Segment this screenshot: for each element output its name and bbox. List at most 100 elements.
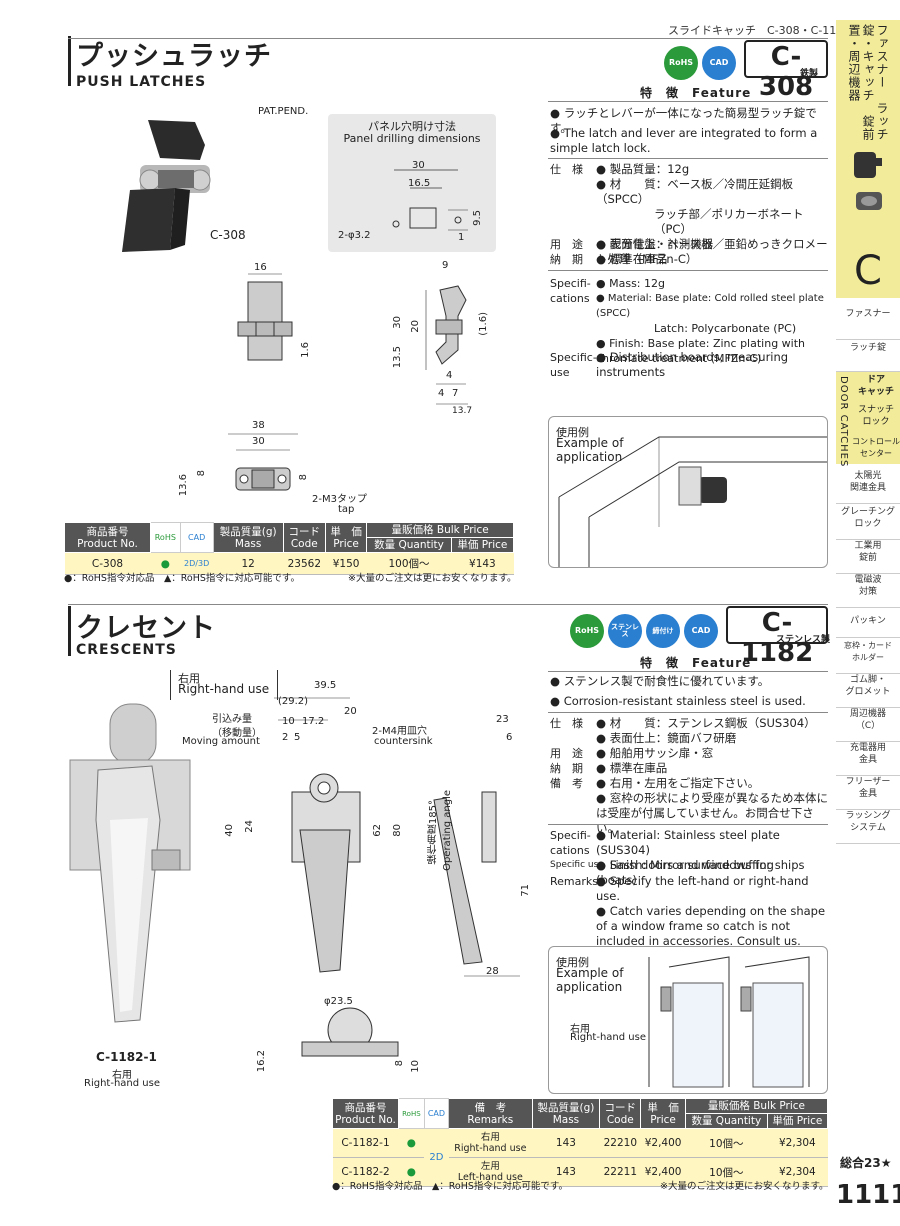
total-label: 総合 — [840, 1156, 865, 1170]
sidebar-item-lashing[interactable]: ラッシング システム — [836, 810, 900, 844]
c308-photo — [122, 120, 211, 252]
sidebar-item-window-frame[interactable]: 窓枠・カード ホルダー — [836, 640, 900, 674]
th-qty: 数量 Quantity — [366, 537, 452, 553]
sidebar-item-charger[interactable]: 充電器用 金具 — [836, 742, 900, 776]
cr-use-en-label: Specific use — [550, 860, 604, 870]
th-rohs: RoHS — [398, 1098, 425, 1129]
th-unit-price: 単価 Price — [766, 1113, 829, 1129]
c308-bottom-drawing — [228, 433, 298, 491]
sidebar-active-block — [836, 372, 900, 464]
use-en-label: Specific- use — [550, 351, 597, 379]
sidebar-item-freezer[interactable]: フリーザー 金具 — [836, 776, 900, 810]
cr-use-jp-text: 船舶用サッシ扉・窓 — [609, 746, 714, 760]
rohs-badge: RoHS — [664, 46, 698, 80]
spec-jp-2: ラッチ部／ポリカーボネート（PC） — [654, 207, 804, 236]
spec-jp-label: 仕 様 — [550, 163, 583, 176]
cell-qty: 10個～ — [685, 1157, 768, 1187]
push-latch-code: C-308 — [744, 40, 828, 102]
sidebar-item-rubber-feet[interactable]: ゴム脚・ グロメット — [836, 674, 900, 708]
th-code: コード Code — [599, 1098, 642, 1129]
crescent-app-box — [548, 946, 828, 1094]
cr-remark-label: 備 考 — [550, 777, 583, 790]
cell-price: ¥150 — [325, 552, 367, 575]
sidebar-item-peripherals[interactable]: 周辺機器 （C） — [836, 708, 900, 742]
cell-unit-price: ¥2,304 — [767, 1128, 828, 1158]
panel-drawing — [392, 169, 468, 231]
bottom-dim-tap: 2-M3タップ — [312, 494, 367, 505]
cell-qty: 100個～ — [366, 552, 452, 575]
sidebar-item-snatch-lock[interactable]: スナッチ ロック — [857, 405, 894, 427]
cr-spec-jp-0: 材 質：ステンレス鋼板（SUS304） — [609, 716, 816, 730]
cr-remark-jp-1: 窓枠の形状により受座が異なるため本体には受座が付属していません。お問合せ下さい。 — [596, 791, 828, 835]
cr-dim-16-2: 16.2 — [256, 1050, 267, 1073]
spec-en-1: Material: Base plate: Cold rolled steel … — [596, 293, 824, 319]
cell-code: 22210 — [599, 1128, 641, 1158]
cell-cad: 2D/3D — [180, 552, 214, 575]
title-bar — [68, 606, 71, 656]
bottom-dim-tap-en: tap — [338, 504, 355, 515]
table-row: C-308 ● 2D/3D 12 23562 ¥150 100個～ ¥143 — [64, 552, 514, 575]
push-latch-feature-head: 特 徴 Feature — [640, 86, 752, 100]
bottom-dim-38: 38 — [252, 420, 265, 431]
cr-dim-24: 24 — [244, 820, 255, 833]
cell-rohs: ● — [398, 1157, 425, 1187]
th-unit-price: 単価 Price — [450, 537, 515, 553]
feature-jp-text: ステンレス製で耐食性に優れています。 — [563, 674, 770, 688]
cell-unit-price: ¥143 — [451, 552, 514, 575]
sidebar-item-solar[interactable]: 太陽光 関連金具 — [836, 470, 900, 504]
th-rohs: RoHS — [150, 522, 181, 553]
section-rule — [68, 604, 828, 605]
cell-rohs: ● — [150, 552, 181, 575]
pat-pend: PAT.PEND. — [258, 106, 309, 117]
side-dim-4a: 4 — [446, 370, 453, 381]
sidebar-item-latch-lock[interactable]: ラッチ錠 — [836, 342, 900, 372]
crescent-app-drawing — [648, 956, 810, 1088]
spec-en-2: Latch: Polycarbonate (PC) — [654, 322, 797, 335]
push-latch-note-left: ●：RoHS指令対応品 ▲：RoHS指令に対応可能です。 — [64, 573, 300, 584]
tighten-badge: 締付け — [646, 614, 680, 648]
sidebar-item-industrial-lock[interactable]: 工業用 錠前 — [836, 540, 900, 574]
sidebar-item-control-center[interactable]: コントロール センター — [852, 437, 900, 458]
sidebar-vertical-label: DOOR CATCHES — [838, 376, 849, 468]
cr-delivery-jp-text: 標準在庫品 — [609, 761, 668, 775]
cr-dim-5: 5 — [294, 732, 301, 743]
push-latch-table: 商品番号 Product No. RoHS CAD 製品質量(g) Mass コ… — [64, 522, 515, 575]
rule — [548, 270, 828, 271]
sidebar-item-packing[interactable]: パッキン — [836, 608, 900, 638]
panel-dim-1: 1 — [458, 232, 465, 243]
sidebar-item-door-catch[interactable]: ドア キャッチ — [857, 375, 894, 397]
cad-badge: CAD — [684, 614, 718, 648]
crescent-table: 商品番号 Product No. RoHS CAD 備 考 Remarks 製品… — [332, 1098, 829, 1187]
total-value: 23★ — [864, 1156, 892, 1170]
crescent-app-en: Example of application — [556, 966, 624, 994]
bottom-dim-8a: 8 — [196, 470, 207, 477]
cell-product: C-1182-2 — [332, 1157, 399, 1187]
cr-dim-29-2: (29.2) — [278, 696, 309, 707]
spec-en-3: Finish: Base plate: Zinc plating with ch… — [596, 337, 806, 365]
crescent-code: C-1182 — [726, 606, 828, 668]
push-latch-title-jp: プッシュラッチ — [76, 41, 272, 72]
sidebar-item-grating-lock[interactable]: グレーチング ロック — [836, 506, 900, 540]
side-dim-9: 9 — [442, 260, 449, 271]
sidebar-item-emi[interactable]: 電磁波 対策 — [836, 574, 900, 608]
sidebar-item-fastener[interactable]: ファスナー — [836, 308, 900, 340]
latch-icon — [854, 152, 882, 210]
crescent-photo — [69, 703, 191, 1023]
crescent-app-hand-en: Right-hand use — [570, 1032, 646, 1043]
spec-jp-1: 材 質：ベース板／冷間圧延鋼板（SPCC） — [596, 177, 794, 206]
cr-dim-phi: φ23.5 — [324, 996, 353, 1007]
cell-price: ¥2,400 — [640, 1128, 686, 1158]
push-latch-title-en: PUSH LATCHES — [76, 74, 207, 90]
cr-dim-10: 10 — [282, 716, 295, 727]
use-jp: ● 配分電盤・計測機器 — [596, 237, 714, 251]
c308-side-drawing — [425, 285, 468, 405]
panel-title-en: Panel drilling dimensions — [343, 132, 481, 145]
cr-dim-40: 40 — [224, 824, 235, 837]
cr-use-en: ● Sash doors and windows for ships (boat… — [596, 858, 805, 887]
push-latch-note-right: ※大量のご注文は更にお安くなります。 — [348, 573, 517, 584]
spec-jp-0: 製品質量：12g — [609, 162, 690, 176]
push-latch-app-jp: 使用例 — [556, 426, 589, 439]
th-cad: CAD — [423, 1098, 450, 1129]
app-drawing — [558, 436, 827, 567]
